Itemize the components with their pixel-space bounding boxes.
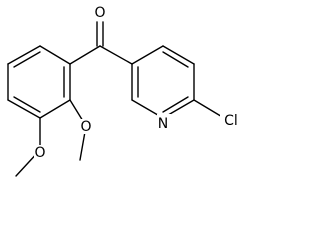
atom-label-o: O <box>34 145 45 161</box>
double-bond-inner <box>13 51 41 68</box>
benzene-ring <box>7 45 71 119</box>
carbonyl-group <box>69 21 133 65</box>
bond <box>39 45 71 65</box>
bond <box>69 45 101 65</box>
atom-label-o: O <box>80 119 91 135</box>
bond <box>7 45 41 65</box>
chemical-structure: O N Cl O O <box>7 4 242 177</box>
atom-label-n: N <box>158 116 168 132</box>
double-bond-inner <box>13 96 41 113</box>
pyridine-ring <box>131 45 195 119</box>
double-bond-inner <box>162 51 189 68</box>
atom-labels: O N Cl O O <box>34 4 242 161</box>
c-cl-bond <box>193 99 225 119</box>
atom-label-o: O <box>94 5 105 21</box>
bond <box>99 45 133 65</box>
bond <box>39 99 71 119</box>
bond <box>7 99 41 119</box>
bond <box>131 45 164 65</box>
bond <box>162 45 195 65</box>
atom-label-cl: Cl <box>224 113 238 129</box>
double-bond-inner <box>162 96 189 113</box>
